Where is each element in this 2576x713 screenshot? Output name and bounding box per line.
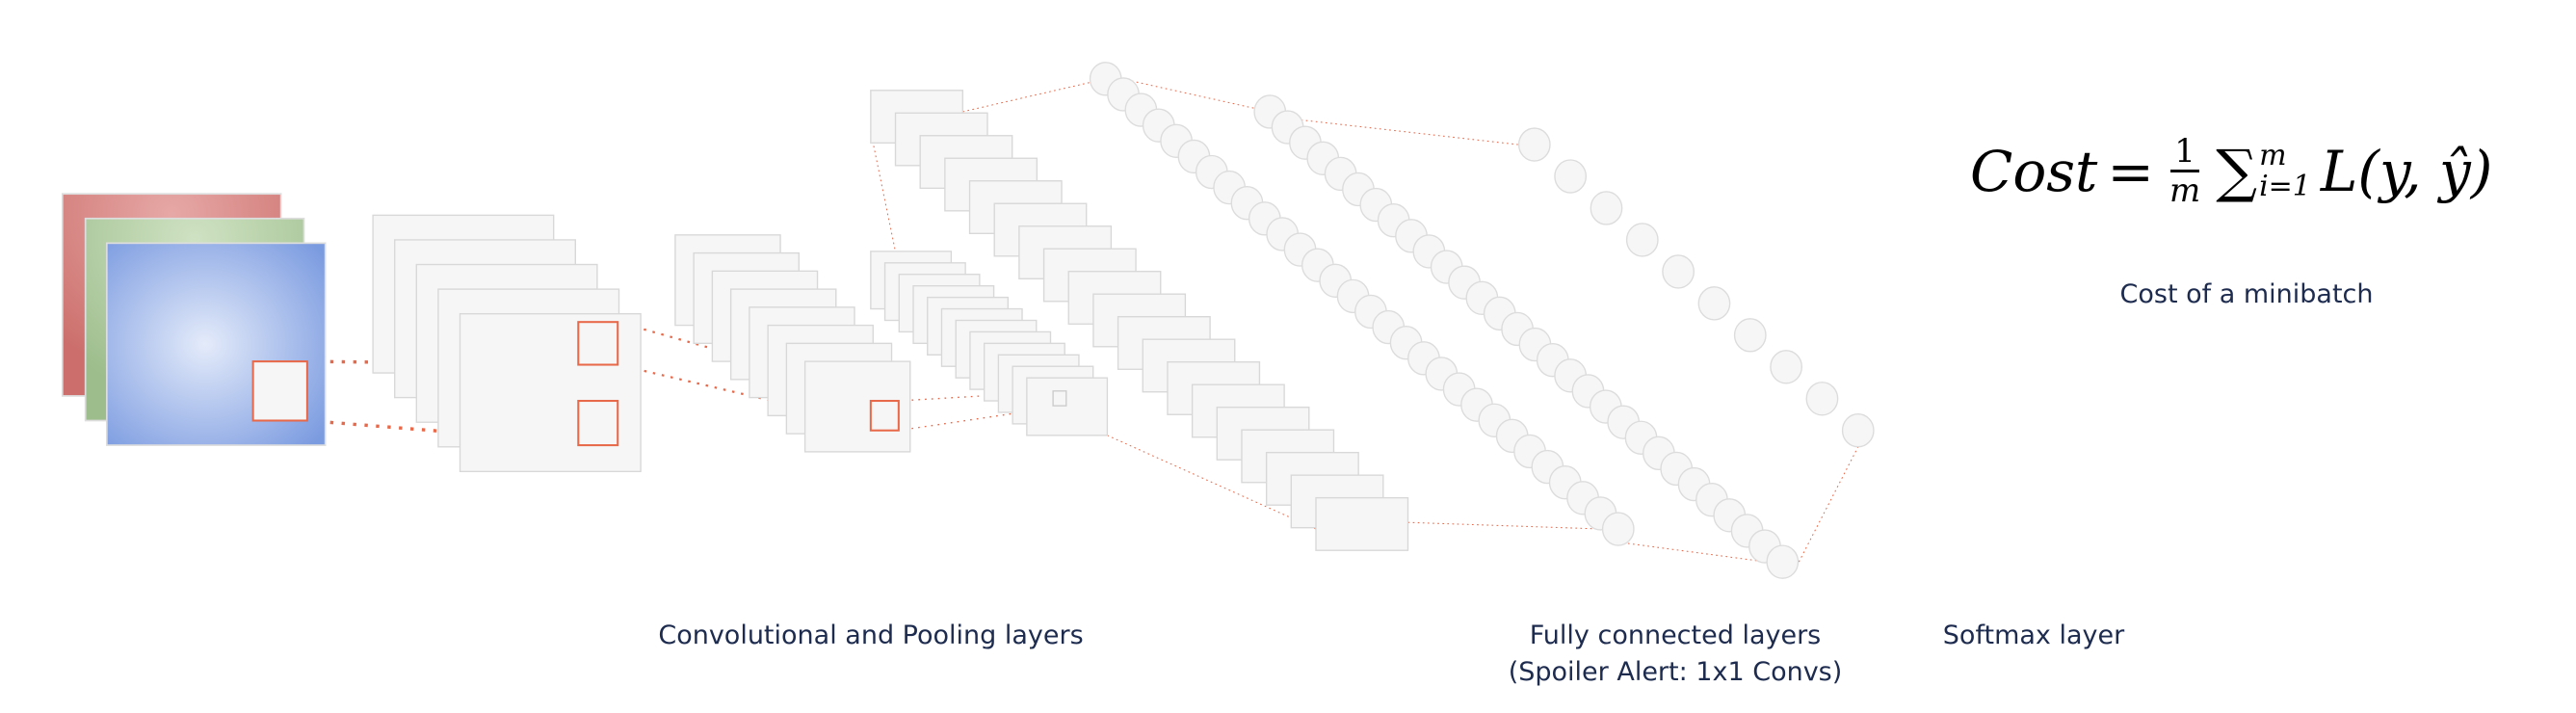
cost-formula: Cost = 1 m ∑ m i=1 L(y, ŷ)	[1970, 135, 2492, 207]
conv3-to-fc1-bottom	[1407, 521, 1602, 530]
softmax-neuron	[1841, 413, 1875, 448]
sum-limits: m i=1	[2259, 141, 2311, 201]
softmax-neuron	[1697, 286, 1731, 321]
fully-connected-note: (Spoiler Alert: 1x1 Convs)	[1508, 657, 1843, 687]
sigma-symbol: ∑	[2216, 137, 2258, 205]
conv-pool-label: Convolutional and Pooling layers	[658, 621, 1084, 650]
softmax-label: Softmax layer	[1942, 621, 2125, 650]
softmax-neuron	[1662, 254, 1695, 289]
input-receptive-field	[251, 360, 308, 422]
formula-denominator: m	[2169, 172, 2201, 210]
fc1-to-fc2-top	[1121, 78, 1271, 113]
softmax-neuron	[1554, 159, 1588, 194]
softmax-neuron	[1590, 191, 1623, 225]
feature-maps	[372, 90, 1409, 551]
conv2-to-conv3-left	[870, 131, 896, 251]
fc2-neuron	[1766, 544, 1800, 579]
softmax-neuron	[1770, 350, 1802, 384]
formula-fraction: 1 m	[2169, 135, 2200, 207]
sum-lower-limit: i=1	[2259, 169, 2311, 203]
softmax-neuron	[1625, 223, 1659, 257]
conv2-feature-map	[1026, 377, 1109, 436]
conv1-receptive-field-top	[577, 321, 619, 366]
cost-caption: Cost of a minibatch	[2119, 279, 2374, 309]
conv3-to-fc1-top	[962, 78, 1106, 113]
fc1-to-fc2-bottom	[1617, 541, 1767, 563]
sum-upper-limit: m	[2259, 139, 2287, 172]
fully-connected-label: Fully connected layers	[1529, 621, 1822, 650]
formula-numerator: 1	[2170, 135, 2199, 172]
formula-equals: =	[2107, 138, 2154, 204]
input-image-channels	[61, 193, 327, 446]
fc1-neuron	[1601, 512, 1635, 546]
formula-rhs: L(y, ŷ)	[2320, 138, 2493, 204]
neurons	[1089, 62, 1875, 579]
fc2-to-softmax-bottom	[1798, 446, 1859, 563]
receptive-field-highlights	[577, 321, 1067, 447]
softmax-neuron	[1517, 127, 1551, 162]
conv2-receptive-field	[1052, 390, 1067, 407]
formula-sum: ∑ m i=1	[2216, 138, 2311, 205]
conv1-receptive-field-bottom	[577, 400, 619, 447]
conv3-feature-map	[1315, 496, 1409, 551]
softmax-neuron	[1733, 318, 1767, 353]
pool1-receptive-field	[869, 400, 900, 432]
softmax-neuron	[1805, 382, 1839, 416]
formula-lhs: Cost	[1970, 138, 2098, 204]
